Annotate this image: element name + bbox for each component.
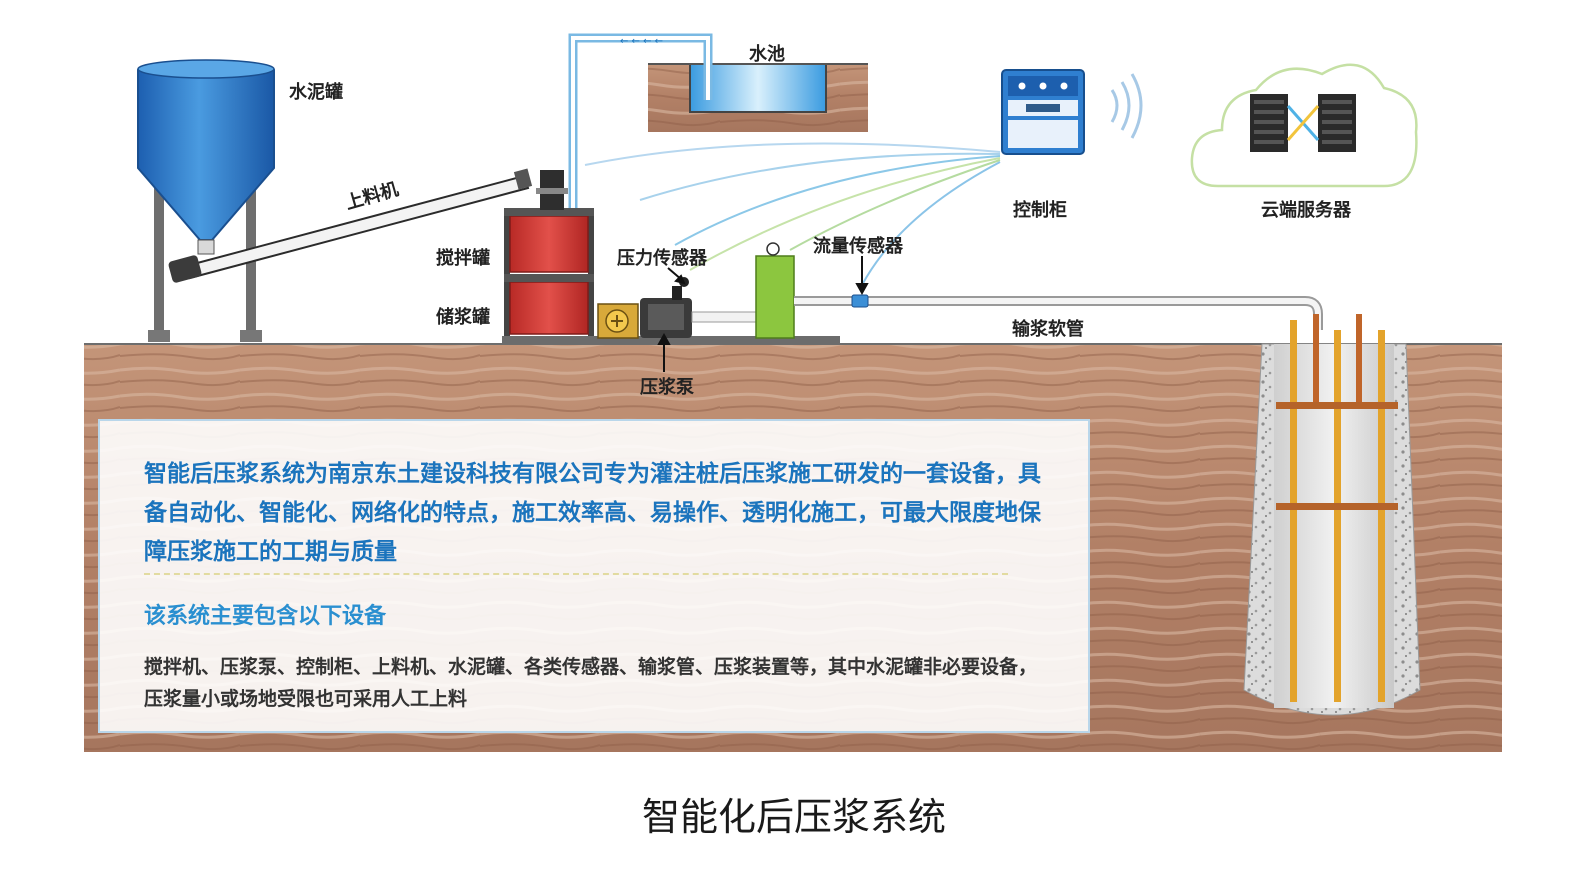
label-flow-sensor: 流量传感器 — [813, 236, 903, 257]
svg-text:← ← ← ←: ← ← ← ← — [620, 36, 663, 47]
grout-hose — [794, 296, 1323, 330]
cloud-server-icon — [1190, 63, 1418, 188]
grouting-pump-icon — [640, 286, 692, 338]
pile-rebar-icon — [1243, 314, 1421, 716]
intro-text: 智能后压浆系统为南京东土建设科技有限公司专为灌注桩后压浆施工研发的一套设备，具备… — [144, 461, 1041, 565]
signal-lines — [584, 142, 1001, 286]
label-control-cabinet: 控制柜 — [1013, 200, 1067, 221]
water-pipe: ← ← ← ← — [568, 33, 713, 218]
pump-unit — [755, 242, 795, 339]
mixing-tank-icon — [504, 170, 594, 340]
control-cabinet-icon — [1001, 69, 1085, 155]
equipment-text: 搅拌机、压浆泵、控制柜、上料机、水泥罐、各类传感器、输浆管、压浆装置等，其中水泥… — [144, 656, 1038, 710]
label-hose: 输浆软管 — [1012, 319, 1084, 340]
feeder-screw-icon — [168, 168, 533, 283]
label-cloud-server: 云端服务器 — [1261, 200, 1351, 221]
label-pressure-sensor: 压力传感器 — [617, 248, 707, 269]
equipment-subheading: 该系统主要包含以下设备 — [144, 604, 387, 629]
flow-sensor-icon — [851, 294, 869, 308]
info-panel: 智能后压浆系统为南京东土建设科技有限公司专为灌注桩后压浆施工研发的一套设备，具备… — [98, 419, 1090, 733]
dashed-divider — [144, 573, 1008, 575]
label-mixing-tank: 搅拌罐 — [436, 248, 490, 269]
pointer-arrows — [657, 256, 869, 372]
label-water-tank: 水池 — [749, 44, 785, 65]
figure-caption: 智能化后压浆系统 — [641, 795, 946, 839]
label-grouting-pump: 压浆泵 — [640, 377, 694, 398]
label-cement-tank: 水泥罐 — [289, 82, 343, 103]
wifi-signal-icon — [1110, 73, 1143, 139]
cement-tank-icon — [137, 59, 275, 342]
water-tank-icon — [648, 63, 868, 132]
label-storage-tank: 储浆罐 — [436, 307, 490, 328]
motor-box — [597, 303, 639, 339]
